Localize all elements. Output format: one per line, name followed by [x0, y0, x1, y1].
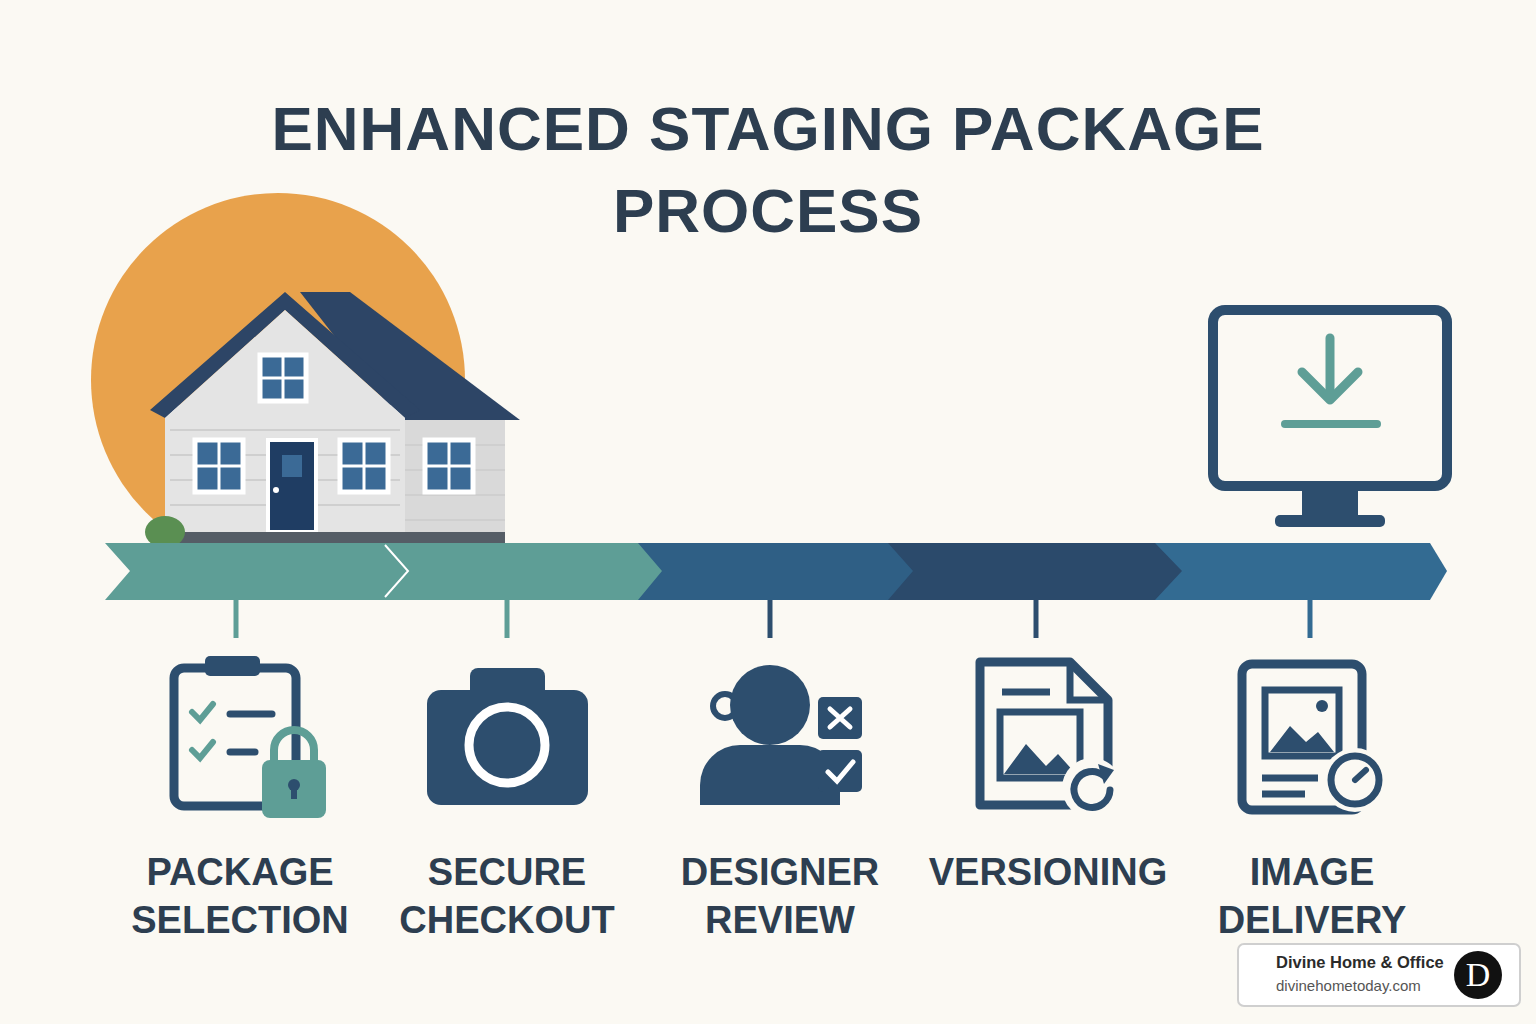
watermark-text: Divine Home & Office [1276, 953, 1444, 971]
step-label: VERSIONING [917, 848, 1179, 896]
process-step: VERSIONING [917, 848, 1179, 896]
tick-lines [236, 600, 1310, 638]
house [145, 292, 520, 548]
camera-icon [427, 668, 588, 805]
image-delivery-icon [1242, 664, 1387, 812]
watermark-box [1238, 944, 1520, 1006]
process-step: PACKAGE SELECTION [109, 848, 371, 944]
watermark-text: divinehometoday.com [1276, 978, 1421, 995]
step-label: DESIGNER REVIEW [649, 848, 911, 944]
logo-letter: D [1466, 956, 1491, 993]
designer-icon [700, 665, 862, 805]
process-step: IMAGE DELIVERY [1181, 848, 1443, 944]
process-step: DESIGNER REVIEW [649, 848, 911, 944]
process-step: SECURE CHECKOUT [376, 848, 638, 944]
step-label: IMAGE DELIVERY [1181, 848, 1443, 944]
step-label: SECURE CHECKOUT [376, 848, 638, 944]
step-label: PACKAGE SELECTION [109, 848, 371, 944]
timeline-band [105, 543, 1447, 600]
monitor-icon [1213, 310, 1447, 527]
checklist-icon [174, 656, 326, 818]
title: ENHANCED STAGING PACKAGE PROCESS [208, 88, 1328, 252]
versioning-icon [980, 662, 1122, 818]
